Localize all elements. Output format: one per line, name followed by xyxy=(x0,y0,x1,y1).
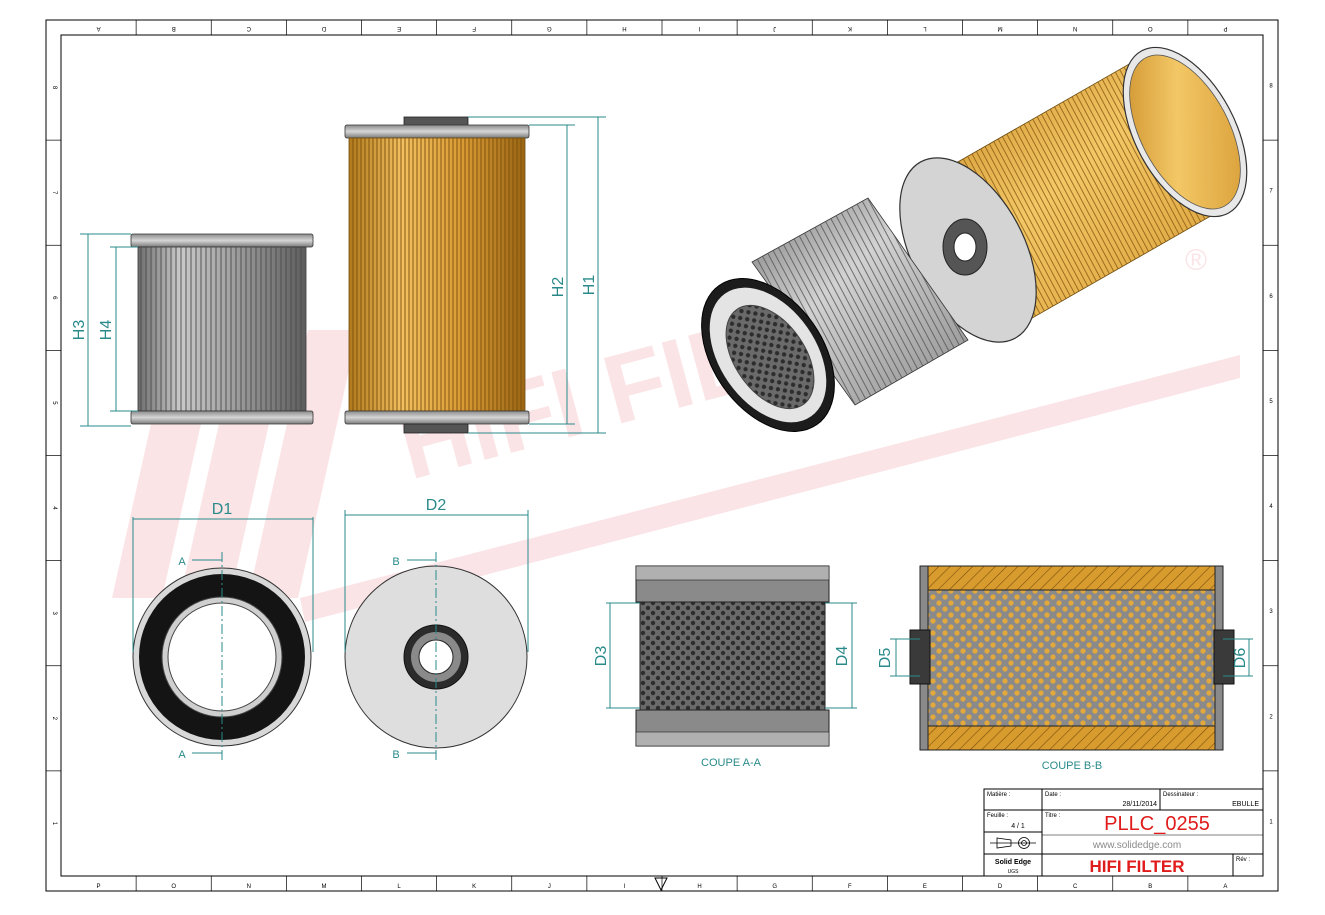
tb-date-value: 28/11/2014 xyxy=(1122,801,1157,808)
dimension-d4: D4 xyxy=(834,646,851,667)
tb-titre-label: Titre : xyxy=(1045,813,1060,819)
zone-label-top: P xyxy=(1223,25,1227,31)
dimension-h4: H4 xyxy=(98,320,115,341)
zone-label-right: 2 xyxy=(1269,714,1273,720)
zone-label-top: O xyxy=(1148,25,1153,31)
zone-label-top: J xyxy=(773,25,776,31)
zone-label-bottom: E xyxy=(923,884,927,890)
zone-label-top: G xyxy=(547,25,552,31)
zone-label-bottom: P xyxy=(97,884,101,890)
section-mark-b-top: B xyxy=(392,556,399,568)
zone-label-top: M xyxy=(998,25,1003,31)
caption-section-aa: COUPE A-A xyxy=(701,757,762,769)
zone-label-bottom: N xyxy=(247,884,251,890)
projection-symbol-icon xyxy=(990,837,1036,849)
zone-label-top: N xyxy=(1073,25,1077,31)
zone-label-bottom: G xyxy=(772,884,777,890)
zone-label-right: 8 xyxy=(1269,84,1273,90)
zone-label-right: 4 xyxy=(1269,504,1273,510)
section-mark-a-top: A xyxy=(178,556,186,568)
zone-label-right: 3 xyxy=(1269,609,1273,615)
zone-label-bottom: F xyxy=(848,884,852,890)
tb-software-sub: UGS xyxy=(1008,869,1020,875)
section-mark-a-bottom: A xyxy=(178,749,186,761)
title-block: Matière : Date : 28/11/2014 Dessinateur … xyxy=(983,788,1264,877)
tb-software: Solid Edge xyxy=(995,859,1031,866)
centering-mark-icon xyxy=(654,877,668,892)
zone-label-bottom: K xyxy=(472,884,476,890)
zone-label-bottom: A xyxy=(1223,884,1227,890)
zone-label-top: L xyxy=(923,25,927,31)
zone-label-bottom: L xyxy=(397,884,401,890)
tb-feuille-label: Feuille : xyxy=(987,813,1008,819)
zone-label-top: K xyxy=(848,25,852,31)
section-view-aa: D3 D4 COUPE A-A xyxy=(593,565,857,769)
view-inner-filter-front: H3 H4 xyxy=(71,233,314,427)
dimension-d6: D6 xyxy=(1232,648,1249,669)
zone-label-left: 8 xyxy=(51,86,57,90)
dimension-h3: H3 xyxy=(71,320,88,341)
zone-label-bottom: J xyxy=(548,884,551,890)
tb-dessinateur-value: EBULLE xyxy=(1232,801,1259,808)
zone-label-bottom: O xyxy=(171,884,176,890)
tb-feuille-value: 4 / 1 xyxy=(1011,823,1025,830)
zone-label-left: 7 xyxy=(51,191,57,195)
tb-company: HIFI FILTER xyxy=(1089,857,1184,876)
zone-label-left: 3 xyxy=(51,612,57,616)
tb-dessinateur-label: Dessinateur : xyxy=(1163,792,1199,798)
zone-label-left: 1 xyxy=(51,822,57,826)
zone-label-left: 5 xyxy=(51,401,57,405)
zone-label-top: B xyxy=(172,25,176,31)
zone-label-top: H xyxy=(622,25,626,31)
zone-label-top: C xyxy=(246,25,251,31)
zone-label-top: F xyxy=(472,25,476,31)
zone-label-left: 2 xyxy=(51,717,57,721)
zone-label-top: E xyxy=(397,25,401,31)
dimension-h1: H1 xyxy=(581,275,598,296)
dimension-h2: H2 xyxy=(550,277,567,298)
tb-website: www.solidedge.com xyxy=(1092,840,1181,851)
zone-label-bottom: H xyxy=(697,884,701,890)
zone-label-right: 1 xyxy=(1269,819,1273,825)
zone-label-bottom: C xyxy=(1073,884,1078,890)
zone-label-top: A xyxy=(97,25,101,31)
zone-label-bottom: D xyxy=(998,884,1003,890)
tb-matiere-label: Matière : xyxy=(987,792,1011,798)
watermark-registered-mark: ® xyxy=(1185,244,1207,277)
section-view-bb: D5 D6 COUPE B-B xyxy=(877,565,1253,772)
view-outer-filter-end: D2 B B xyxy=(344,497,529,762)
zone-label-right: 6 xyxy=(1269,294,1273,300)
zone-label-left: 4 xyxy=(51,506,57,510)
dimension-d2: D2 xyxy=(426,497,447,514)
zone-label-bottom: M xyxy=(321,884,326,890)
section-mark-b-bottom: B xyxy=(392,749,399,761)
zone-label-top: I xyxy=(698,25,700,31)
zone-label-top: D xyxy=(321,25,326,31)
tb-part-number: PLLC_0255 xyxy=(1104,813,1210,835)
tb-rev-label: Rév : xyxy=(1236,857,1250,863)
view-isometric xyxy=(701,46,1248,432)
dimension-d5: D5 xyxy=(877,648,894,669)
zone-label-right: 5 xyxy=(1269,399,1273,405)
caption-section-bb: COUPE B-B xyxy=(1042,760,1103,772)
tb-date-label: Date : xyxy=(1045,792,1061,798)
zone-markers: P A O B N C M D L E K F J G I H H I G J F K E L D M C N B O A P 8 8 7 7 6 6 5 5… xyxy=(46,20,1278,891)
zone-label-left: 6 xyxy=(51,296,57,300)
dimension-d1: D1 xyxy=(212,501,233,518)
view-inner-filter-end: D1 A A xyxy=(132,501,314,762)
view-outer-filter-front: H2 H1 xyxy=(344,116,606,434)
zone-label-bottom: I xyxy=(624,884,626,890)
dimension-d3: D3 xyxy=(593,646,610,667)
zone-label-right: 7 xyxy=(1269,189,1273,195)
zone-label-bottom: B xyxy=(1148,884,1152,890)
